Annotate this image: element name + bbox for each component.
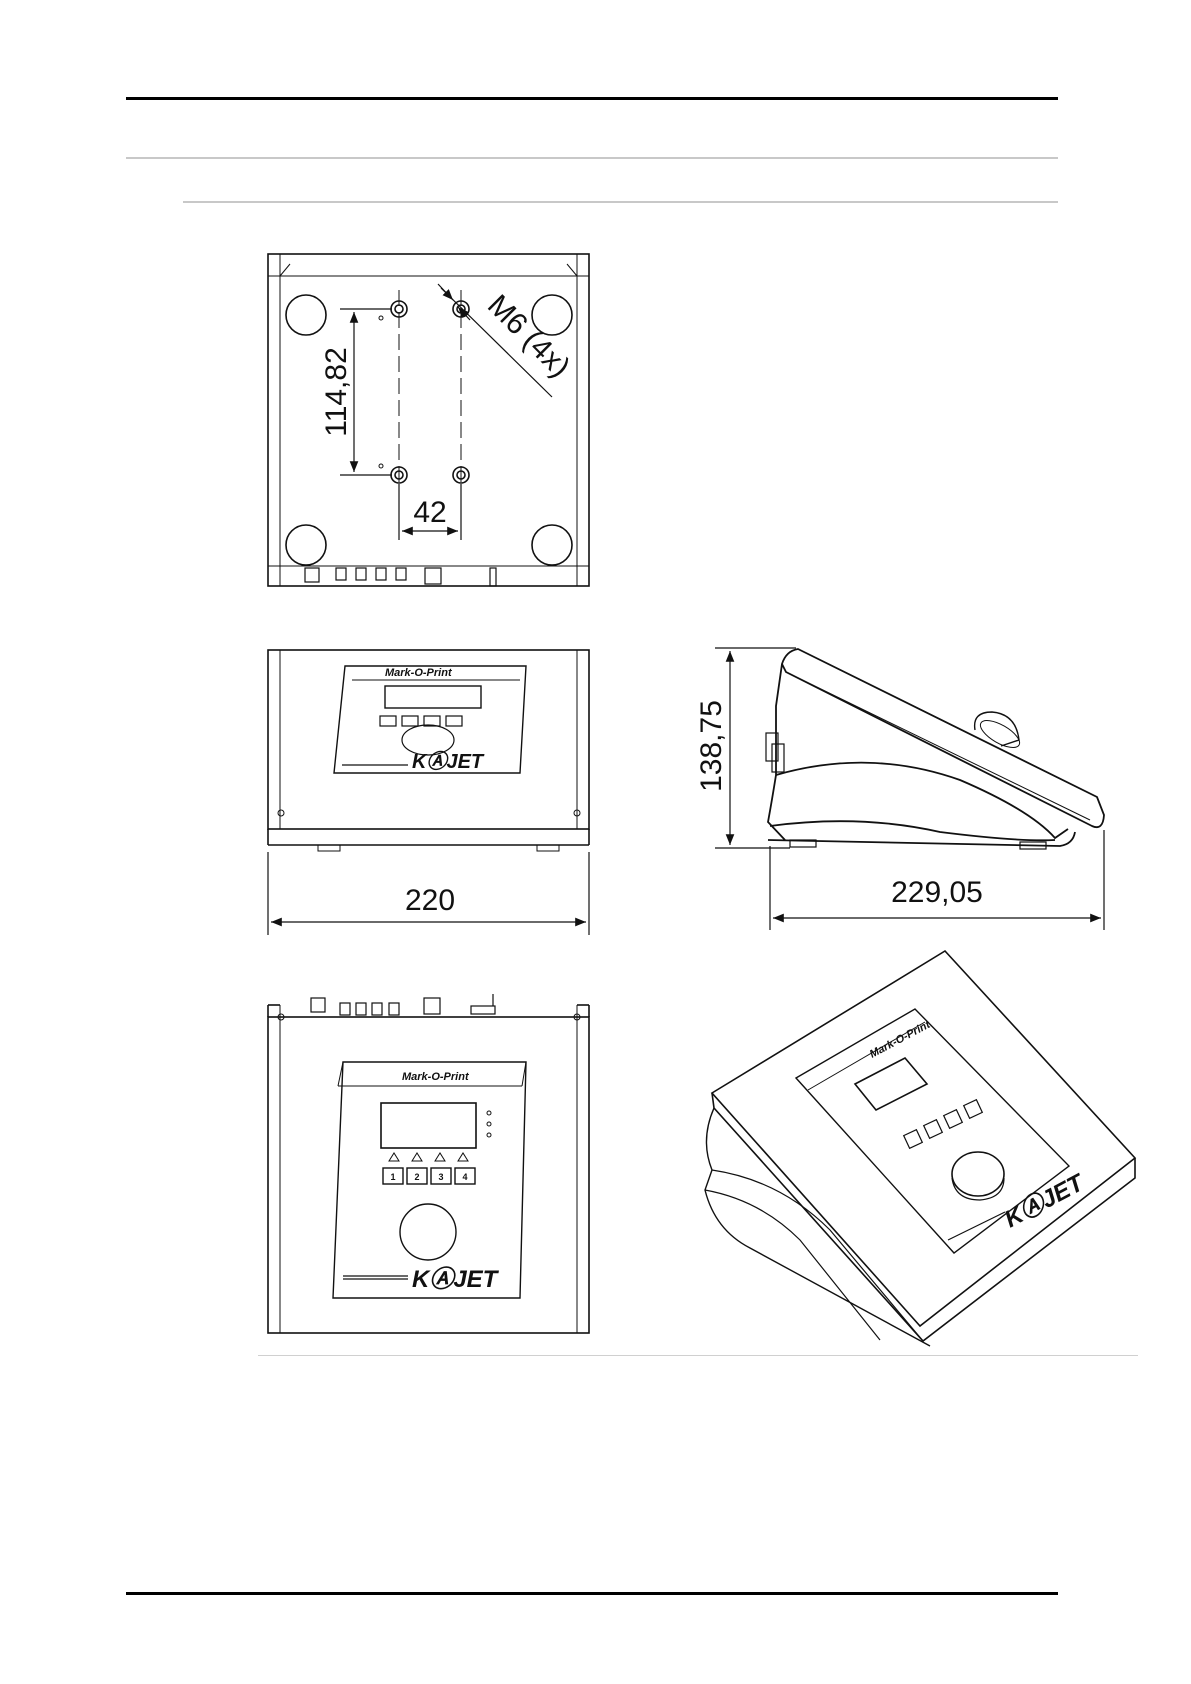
key-2: 2 [414, 1172, 419, 1182]
key-4: 4 [462, 1172, 467, 1182]
dim-label-138: 138,75 [695, 700, 728, 792]
front-brand-label: KⒶJET [412, 750, 485, 773]
dim-label-220: 220 [405, 884, 455, 917]
top-connectors [311, 994, 495, 1015]
dim-label-42: 42 [413, 496, 446, 529]
thread-callout-label: M6 (4x) [481, 289, 576, 384]
front-keypad [380, 716, 462, 726]
foot-bottom-left [286, 525, 326, 565]
isometric-view [705, 951, 1135, 1346]
top-logo-label: Mark-O-Print [402, 1071, 470, 1083]
key-1: 1 [390, 1172, 395, 1182]
mounting-holes [379, 301, 469, 483]
rear-connectors [305, 568, 496, 586]
front-logo-label: Mark-O-Print [385, 667, 453, 679]
dim-label-229: 229,05 [891, 876, 983, 909]
top-brand-label: KⒶJET [412, 1266, 500, 1293]
dim-label-114: 114,82 [320, 347, 353, 437]
iso-logo-label: Mark-O-Print [868, 1018, 934, 1060]
bottom-view [268, 254, 589, 586]
key-3: 3 [438, 1172, 443, 1182]
top-keypad: 1 2 3 4 [383, 1168, 475, 1184]
foot-top-left [286, 295, 326, 335]
foot-bottom-right [532, 525, 572, 565]
side-view [766, 649, 1104, 849]
